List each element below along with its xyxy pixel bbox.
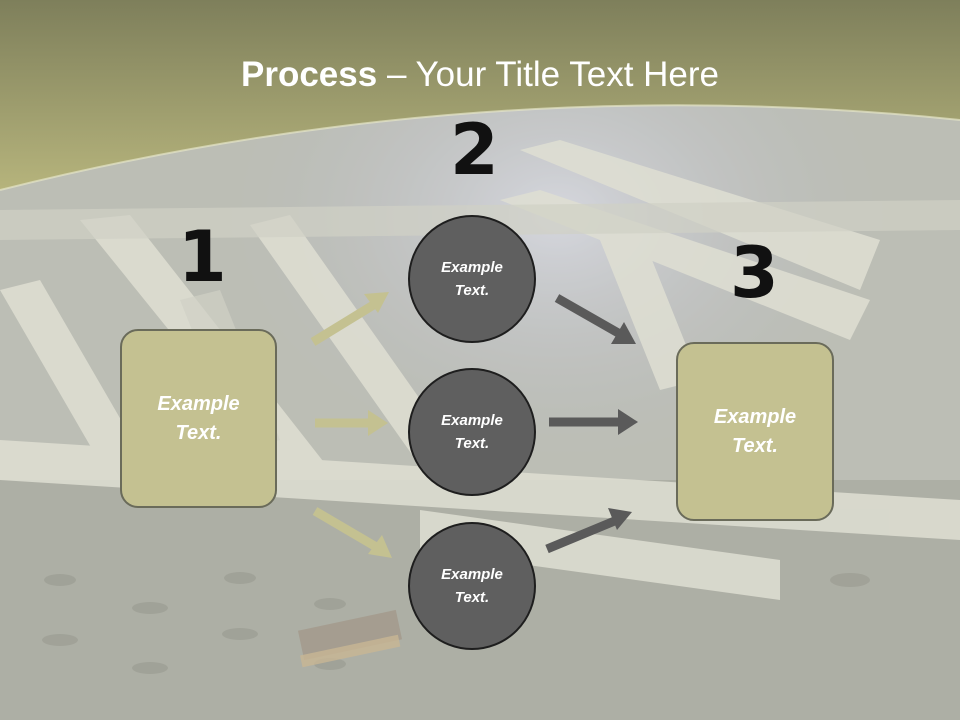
right-box-line2: Text. (732, 434, 778, 457)
left-box-line2: Text. (175, 421, 222, 444)
step-number-1: 1 (178, 216, 227, 298)
circle-2: Example Text. (408, 368, 536, 496)
arrowhead-1 (364, 292, 389, 313)
step-number-3: 3 (730, 232, 779, 314)
title-bold: Process (241, 55, 378, 94)
slide-title: Process – Your Title Text Here (0, 52, 960, 98)
right-box-line1: Example (713, 405, 797, 428)
arrowhead-4 (611, 322, 636, 344)
circle-1: Example Text. (408, 215, 536, 343)
left-text-box: Example Text. (120, 329, 277, 508)
title-rest: – Your Title Text Here (377, 55, 719, 94)
right-text-box: Example Text. (676, 342, 834, 521)
arrowhead-6 (608, 508, 632, 530)
circle-1-line1: Example (441, 259, 503, 276)
arrowhead-5 (618, 409, 638, 435)
arrow-to-circle-1 (310, 300, 378, 346)
arrowhead-2 (368, 410, 388, 436)
circle-3-line1: Example (441, 566, 503, 583)
circle-2-line2: Text. (454, 435, 490, 452)
arrow-from-circle-3 (545, 515, 619, 554)
arrow-to-circle-3 (312, 507, 381, 552)
left-box-line1: Example (157, 392, 240, 415)
circle-1-line2: Text. (454, 282, 490, 299)
arrow-from-circle-1 (554, 294, 623, 338)
circle-2-line1: Example (441, 412, 503, 429)
circle-3: Example Text. (408, 522, 536, 650)
step-number-2: 2 (450, 109, 499, 191)
circle-3-line2: Text. (454, 589, 490, 606)
arrowhead-3 (368, 535, 392, 558)
